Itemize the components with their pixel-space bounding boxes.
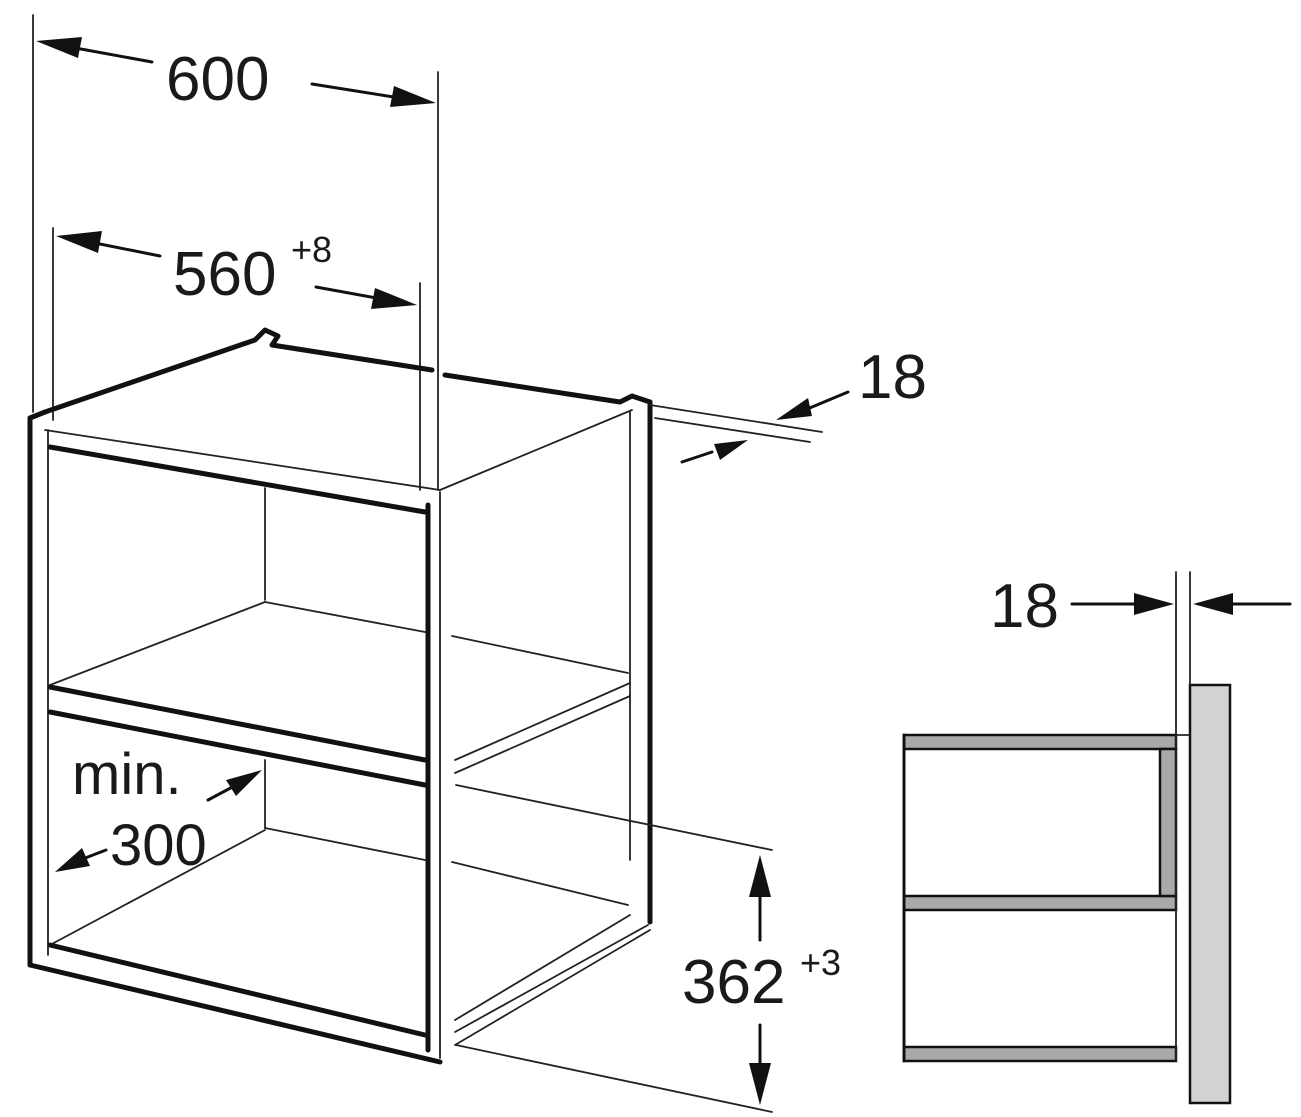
width-total-label: 600 <box>166 45 269 114</box>
height-tolerance: +3 <box>800 942 841 983</box>
section-top-panel <box>902 733 1178 751</box>
wall <box>1188 683 1232 1105</box>
height-label: 362 <box>682 948 785 1017</box>
min-label: min. <box>72 742 182 807</box>
width-inner-tolerance: +8 <box>291 229 332 270</box>
cabinet-drawing <box>27 327 653 1065</box>
dimension-width-total: 600 <box>32 14 439 491</box>
section-back-strip <box>1158 747 1178 898</box>
section-mid-panel <box>902 894 1178 912</box>
panel-side-label: 18 <box>990 572 1059 641</box>
dimension-min-depth: min. 300 <box>55 742 262 878</box>
panel-top-label: 18 <box>858 343 927 412</box>
dimension-height: 362 +3 <box>455 784 841 1113</box>
min-depth-label: 300 <box>110 813 207 878</box>
dimension-panel-top: 18 <box>649 343 927 464</box>
section-view: 18 <box>902 571 1292 1105</box>
width-inner-label: 560 <box>173 240 276 309</box>
section-bottom-panel <box>902 1045 1178 1063</box>
dimension-width-inner: 560 +8 <box>52 227 421 491</box>
